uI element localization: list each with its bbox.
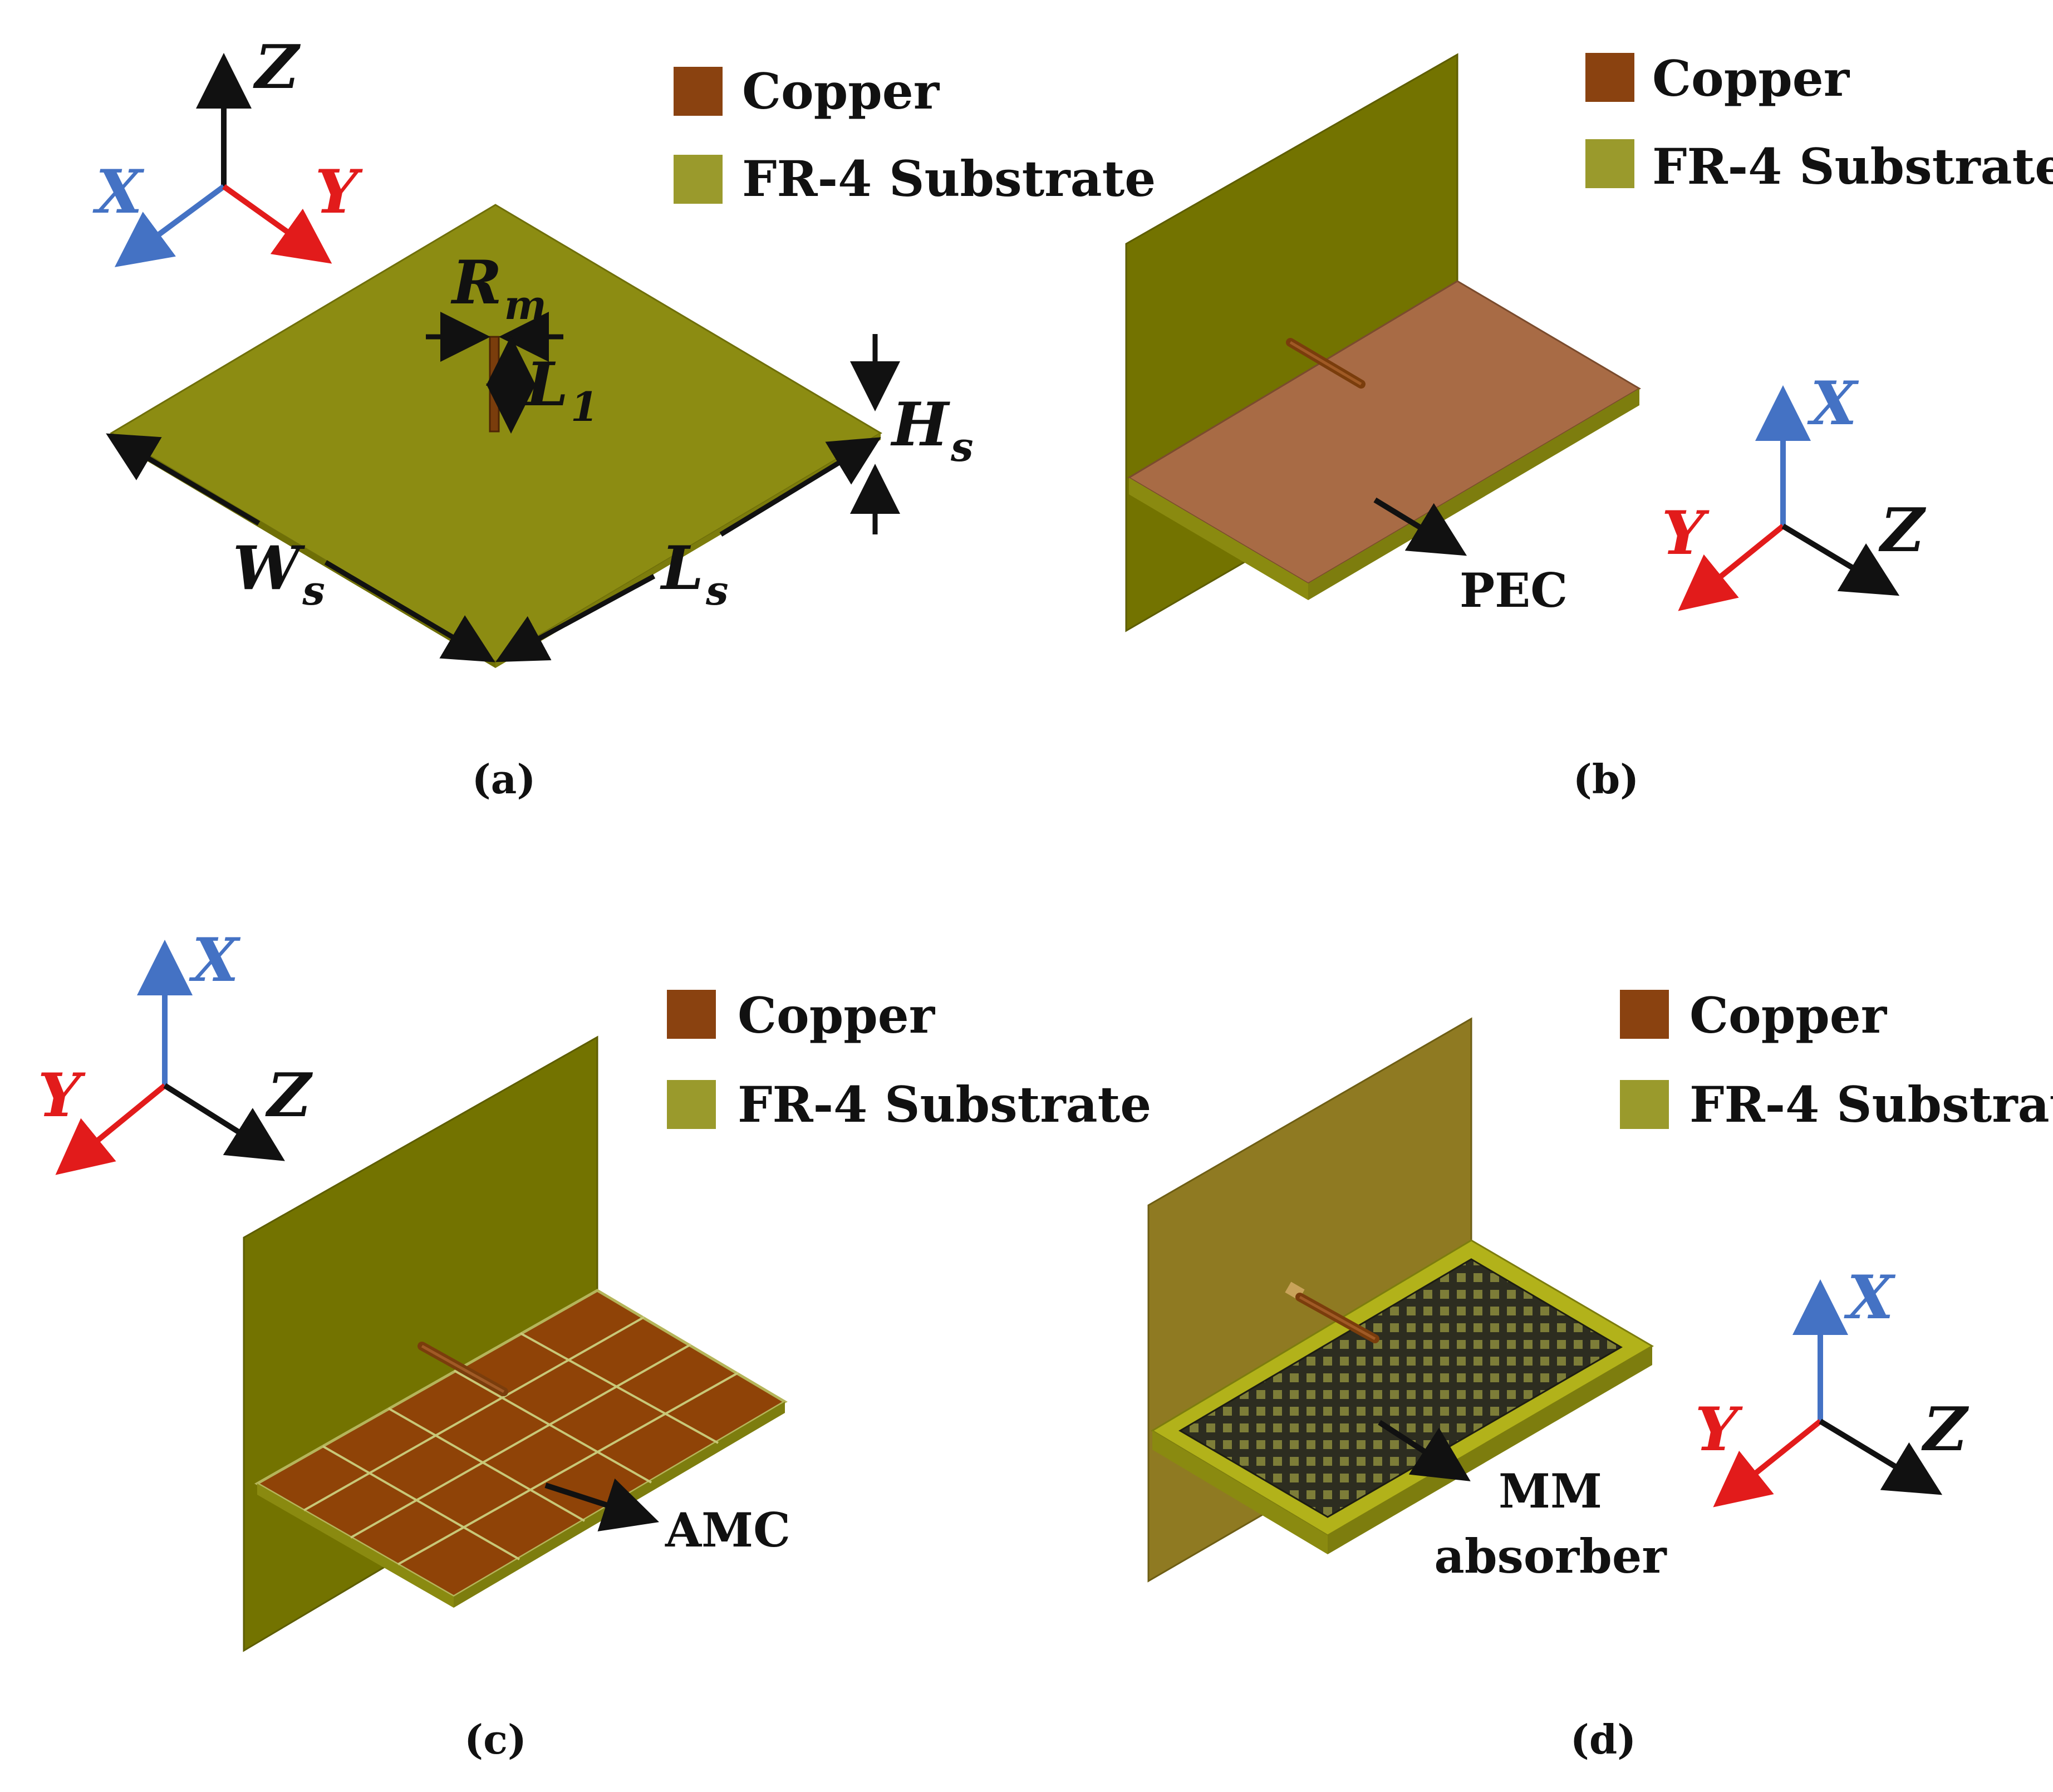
copper-swatch: [667, 990, 716, 1039]
dim-label-ws: Ws: [233, 533, 325, 614]
legend-c: Copper FR-4 Substrate: [667, 986, 1151, 1133]
dim-label-hs: Hs: [890, 390, 974, 470]
substrate-legend-label: FR-4 Substrate: [742, 150, 1156, 208]
substrate-swatch: [667, 1080, 716, 1129]
substrate-swatch: [674, 155, 723, 204]
dim-label-l1: L1: [524, 350, 598, 430]
y-axis-label: Y: [38, 1061, 86, 1131]
amc-callout-arrow: [544, 1478, 660, 1531]
z-axis-label: Z: [265, 1061, 313, 1131]
y-axis-arrow: [55, 1083, 167, 1175]
caption-b: (b): [1573, 755, 1639, 803]
copper-legend-label: Copper: [1652, 50, 1850, 107]
substrate-legend-label: FR-4 Substrate: [1652, 138, 2053, 195]
substrate-legend-label: FR-4 Substrate: [738, 1076, 1151, 1133]
monopole-antenna: [489, 336, 500, 433]
y-axis-arrow: [1678, 524, 1785, 611]
z-axis-label: Z: [253, 32, 301, 102]
z-axis-arrow: [1781, 523, 1900, 596]
panel-b: Copper FR-4 Substrate X Y Z PEC (b): [1125, 50, 2053, 803]
y-axis-arrow: [1713, 1419, 1823, 1508]
copper-swatch: [1620, 990, 1669, 1039]
y-axis-arrow: [222, 184, 332, 264]
x-axis-arrow: [114, 184, 225, 267]
x-axis-label: X: [1807, 369, 1859, 439]
copper-legend-label: Copper: [738, 986, 936, 1044]
axis-triad-c: X Y Z: [38, 925, 313, 1175]
legend-b: Copper FR-4 Substrate: [1585, 50, 2053, 195]
substrate-legend-label: FR-4 Substrate: [1689, 1076, 2053, 1133]
mm-callout-arrow: [1378, 1420, 1471, 1481]
axis-triad-b: X Y Z: [1662, 369, 1927, 611]
copper-swatch: [674, 67, 723, 116]
caption-c: (c): [464, 1716, 527, 1763]
pec-ground-plane: [1127, 280, 1641, 600]
copper-legend-label: Copper: [1689, 986, 1888, 1044]
x-axis-label: X: [189, 925, 241, 995]
substrate-swatch: [1585, 139, 1634, 188]
z-axis-arrow: [1819, 1418, 1943, 1495]
z-axis-arrow: [163, 1083, 285, 1161]
y-axis-label: Y: [315, 157, 363, 227]
dim-label-ls: Ls: [660, 533, 728, 614]
caption-a: (a): [472, 755, 536, 803]
dim-label-rm: Rm: [450, 248, 547, 328]
axis-triad-a: Z X Y: [92, 32, 363, 267]
mm-callout-label-line1: MM: [1499, 1464, 1602, 1519]
legend-d: Copper FR-4 Substrate: [1620, 986, 2053, 1133]
mm-absorber-ground-plane: [1151, 1239, 1654, 1554]
copper-swatch: [1585, 53, 1634, 102]
mm-callout-label-line2: absorber: [1434, 1529, 1667, 1584]
substrate-swatch: [1620, 1080, 1669, 1129]
copper-legend-label: Copper: [742, 62, 940, 120]
y-axis-label: Y: [1662, 498, 1710, 568]
amc-callout-label: AMC: [665, 1503, 790, 1558]
legend-a: Copper FR-4 Substrate: [674, 62, 1156, 208]
z-axis-label: Z: [1921, 1395, 1969, 1465]
dimension-arrows-a: [106, 312, 900, 662]
panel-d: Copper FR-4 Substrate X Y Z MM absorber …: [1147, 986, 2053, 1763]
axis-triad-d: X Y Z: [1695, 1263, 1969, 1508]
pec-callout-arrow: [1373, 497, 1467, 556]
panel-c: X Y Z Copper FR-4 Substrate: [38, 925, 1151, 1763]
x-axis-label: X: [92, 157, 145, 227]
z-axis-label: Z: [1878, 495, 1927, 566]
pec-callout-label: PEC: [1460, 563, 1568, 618]
y-axis-label: Y: [1695, 1395, 1743, 1465]
caption-d: (d): [1570, 1716, 1636, 1763]
x-axis-label: X: [1844, 1263, 1896, 1333]
panel-a: Z X Y Copper FR-4 Substrate: [92, 32, 1156, 803]
